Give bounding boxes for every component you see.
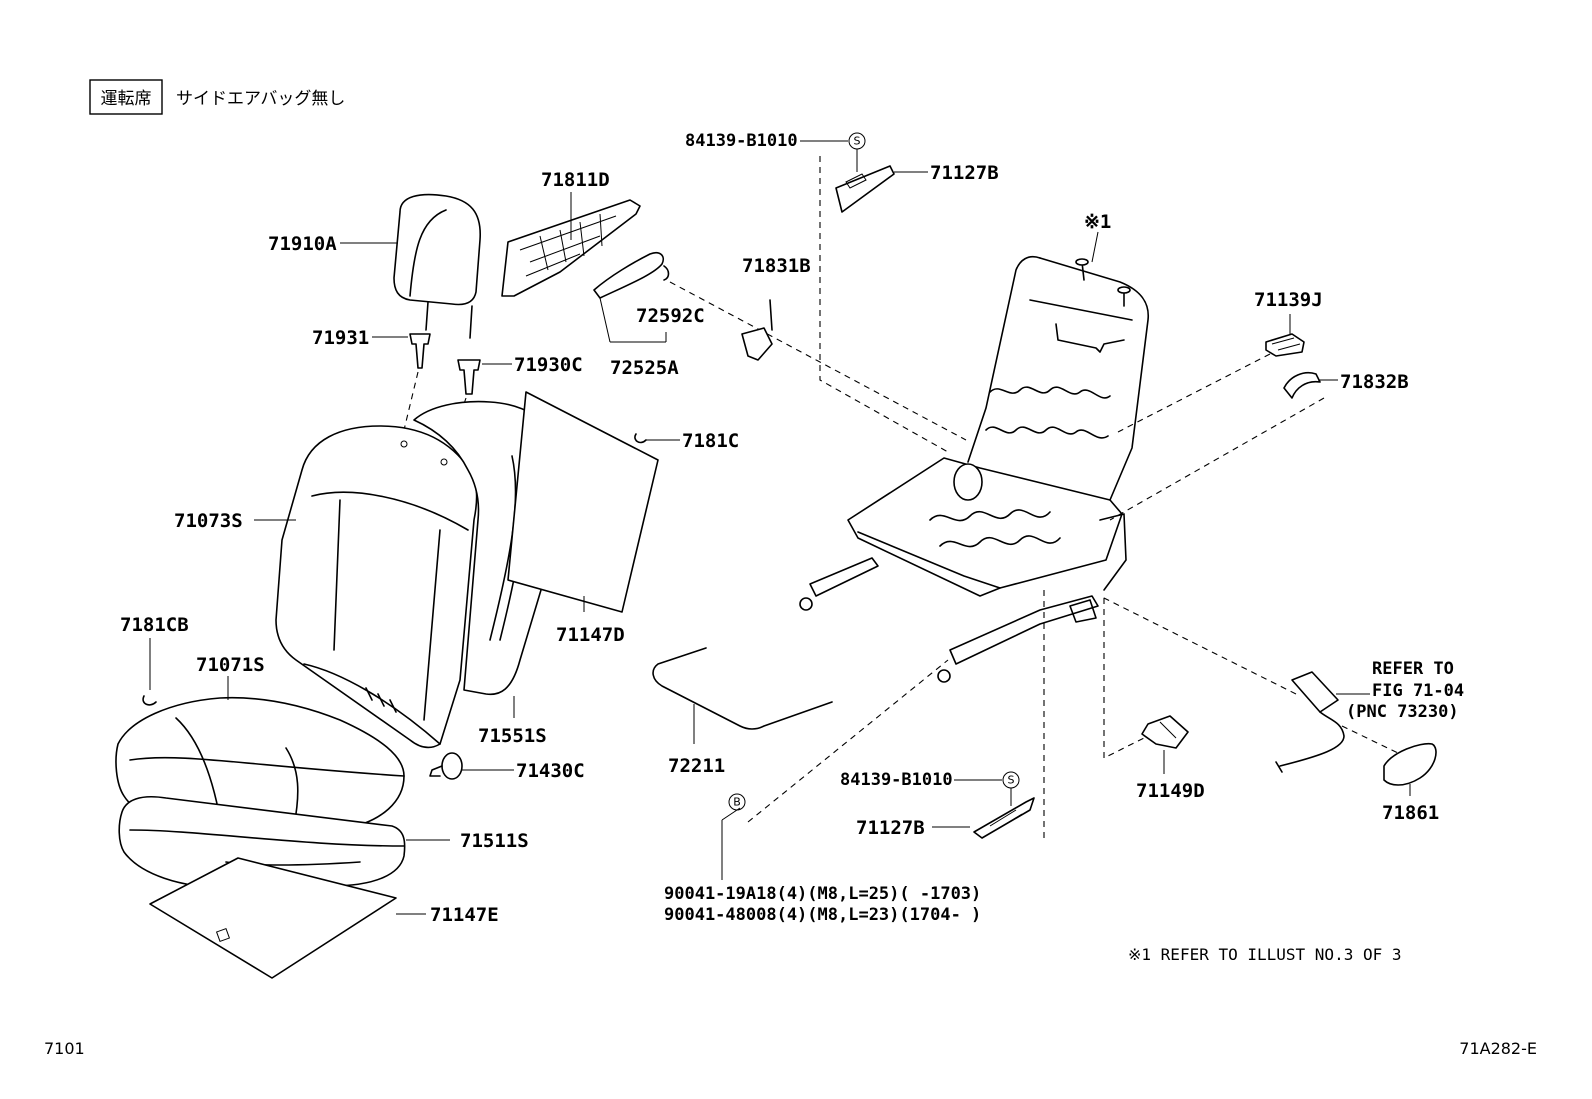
footer-right-code: 71A282-E — [1459, 1039, 1537, 1058]
part-label-71430c: 71430C — [516, 760, 585, 782]
headrest-guide-drawing — [409, 333, 481, 395]
part-label-71139j: 71139J — [1254, 289, 1323, 311]
part-label-star1-frame: ※1 — [1084, 211, 1111, 233]
mark-s-top: S — [854, 135, 861, 148]
upper-cover-drawing — [835, 165, 895, 213]
part-label-71149d: 71149D — [1136, 780, 1205, 802]
part-label-7181c: 7181C — [682, 430, 739, 452]
part-label-72211: 72211 — [668, 755, 725, 777]
part-label-71831b: 71831B — [742, 255, 811, 277]
headrest-drawing — [393, 193, 481, 339]
part-label-71073s: 71073S — [174, 510, 243, 532]
recliner-lever-drawing — [593, 251, 670, 299]
part-label-71071s: 71071S — [196, 654, 265, 676]
part-label-7181cb: 7181CB — [120, 614, 189, 636]
seat-sheet-drawing — [149, 857, 397, 979]
mark-s-bottom: S — [1008, 774, 1015, 787]
footnote: ※1 REFER TO ILLUST NO.3 OF 3 — [1128, 945, 1402, 964]
refer-line-2: FIG 71-04 — [1372, 681, 1464, 701]
end-cover-drawing — [1383, 742, 1437, 786]
side-clip-drawing — [1265, 333, 1305, 357]
seat-frame-drawing — [799, 255, 1149, 683]
part-label-71930c: 71930C — [514, 354, 583, 376]
part-label-71551s: 71551S — [478, 725, 547, 747]
part-label-71511s: 71511S — [460, 830, 529, 852]
part-label-72525a: 72525A — [610, 357, 679, 379]
part-label-71127b-bottom: 71127B — [856, 817, 925, 839]
refer-line-3: (PNC 73230) — [1346, 702, 1459, 722]
wire-drawing — [652, 647, 833, 730]
side-cover-drawing — [1283, 372, 1321, 399]
part-label-71910a: 71910A — [268, 233, 337, 255]
part-label-84139-bottom: 84139-B1010 — [840, 770, 953, 790]
part-label-71147e: 71147E — [430, 904, 499, 926]
seatback-board-drawing — [501, 199, 641, 297]
part-label-71127b-top: 71127B — [930, 162, 999, 184]
lower-bracket-drawing — [1141, 715, 1189, 749]
condition-label: サイドエアバッグ無し — [176, 89, 345, 109]
seat-tag-box — [89, 79, 163, 115]
part-label-71811d: 71811D — [541, 169, 610, 191]
seatback-board-71147d-drawing — [507, 391, 659, 613]
part-label-84139-top: 84139-B1010 — [685, 131, 798, 151]
bolt-spec-2: 90041-48008(4)(M8,L=23)(1704- ) — [664, 905, 981, 925]
bolt-spec-1: 90041-19A18(4)(M8,L=25)( -1703) — [664, 884, 981, 904]
part-label-71931: 71931 — [312, 327, 369, 349]
part-label-72592c: 72592C — [636, 305, 705, 327]
part-label-71832b: 71832B — [1340, 371, 1409, 393]
footer-left-code: 7101 — [44, 1039, 85, 1058]
cable-clip-drawing — [741, 299, 773, 361]
part-label-71861: 71861 — [1382, 802, 1439, 824]
seat-cushion-pad-drawing — [118, 796, 406, 889]
mark-b: B — [733, 796, 741, 809]
part-label-71147d: 71147D — [556, 624, 625, 646]
screw-drawing — [429, 752, 463, 780]
seatbelt-buckle-drawing — [1275, 671, 1345, 773]
seatback-cover-drawing — [275, 425, 478, 749]
refer-line-1: REFER TO — [1372, 659, 1454, 679]
lower-cover-drawing — [973, 797, 1035, 839]
seat-tag-label: 運転席 — [101, 89, 152, 109]
